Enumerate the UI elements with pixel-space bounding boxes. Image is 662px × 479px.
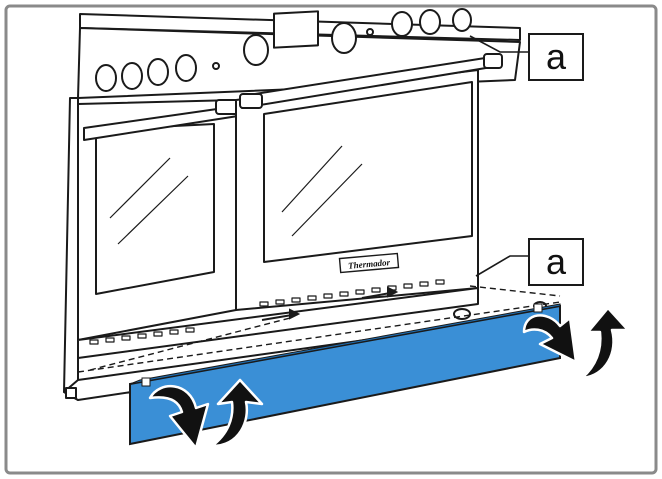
knob-group-right <box>391 8 472 37</box>
panel-clip-right <box>533 303 543 313</box>
rotate-up-arrow-icon <box>522 306 630 380</box>
knob-group-left <box>95 54 197 92</box>
display-panel <box>273 10 319 49</box>
vent-panel <box>77 287 479 359</box>
left-oven-window <box>95 123 215 295</box>
indicator-light-right <box>366 28 374 36</box>
oven-badge: Thermador <box>348 257 391 271</box>
panel-clip-left <box>141 377 151 387</box>
knob-center-right <box>331 22 357 54</box>
indicator-light <box>212 62 220 70</box>
callout-label-top: a <box>528 33 584 81</box>
push-arrows <box>261 286 399 321</box>
callout-label-bottom: a <box>528 238 584 286</box>
oven-badge-plate <box>338 252 400 274</box>
vent-slots <box>89 279 445 345</box>
diagram-frame <box>4 4 658 475</box>
cabinet-side <box>63 97 79 401</box>
range-appliance <box>63 8 547 401</box>
knob-center-left <box>243 34 269 66</box>
callout-leaders <box>469 35 528 277</box>
foot-left <box>65 387 77 399</box>
right-oven-window <box>263 81 473 263</box>
rotate-down-arrow-icon <box>148 378 264 450</box>
